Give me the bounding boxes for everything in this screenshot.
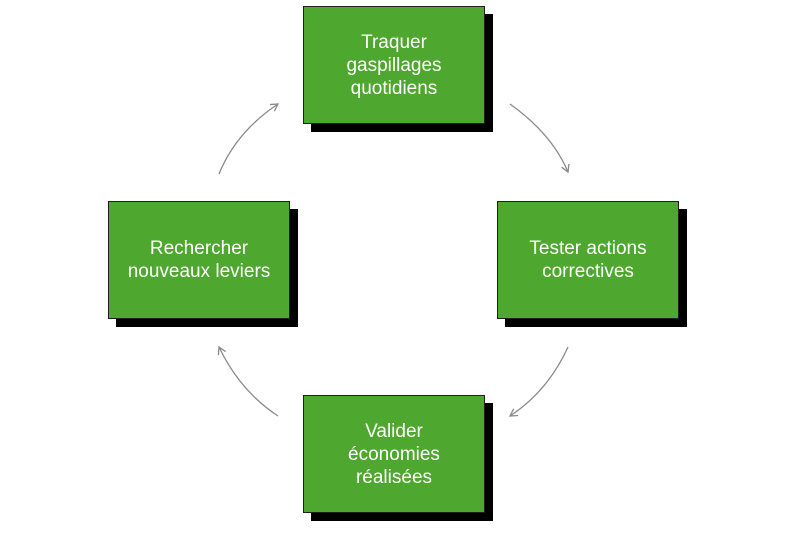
step-label: Valider économies réalisées: [348, 420, 440, 489]
arrow-right-to-bottom: [508, 346, 569, 417]
step-box-traquer: Traquer gaspillages quotidiens: [303, 6, 493, 132]
step-label-line: Valider: [365, 420, 423, 442]
step-box-body: Tester actions correctives: [497, 201, 679, 319]
step-label-line: Traquer: [361, 31, 427, 53]
step-label-line: nouveaux leviers: [127, 261, 271, 282]
step-label: Tester actions correctives: [529, 237, 646, 283]
step-box-body: Rechercher nouveaux leviers: [108, 201, 290, 319]
step-label-line: Tester actions: [529, 238, 647, 259]
arrow-bottom-to-left: [217, 345, 279, 417]
step-box-body: Valider économies réalisées: [303, 395, 485, 513]
step-label-line: réalisées: [355, 466, 433, 488]
step-box-body: Traquer gaspillages quotidiens: [303, 6, 485, 124]
step-box-tester: Tester actions correctives: [497, 201, 687, 327]
step-label: Rechercher nouveaux leviers: [128, 237, 271, 283]
step-label-line: Rechercher: [149, 238, 249, 259]
arrow-top-to-right: [509, 103, 570, 174]
step-label-line: quotidiens: [350, 77, 438, 99]
step-label-line: gaspillages: [346, 54, 442, 76]
step-box-rechercher: Rechercher nouveaux leviers: [108, 201, 298, 327]
step-label: Traquer gaspillages quotidiens: [346, 31, 441, 100]
step-label-line: correctives: [542, 261, 634, 282]
step-label-line: économies: [348, 443, 440, 465]
arrow-left-to-top: [218, 103, 280, 175]
step-box-valider: Valider économies réalisées: [303, 395, 493, 521]
